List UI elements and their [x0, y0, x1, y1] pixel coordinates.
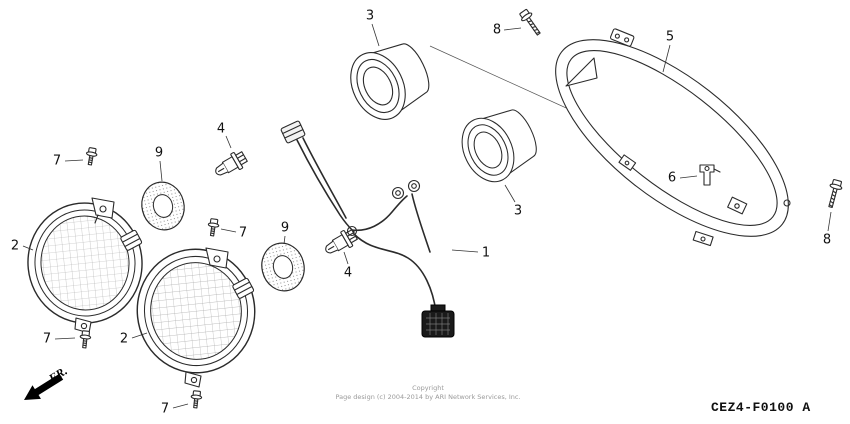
callout-leader-3	[371, 23, 380, 47]
frame-tab	[692, 230, 714, 247]
harness-connector-a	[280, 120, 306, 144]
bulb-socket	[120, 229, 143, 251]
callout-label-9: 9	[281, 221, 289, 236]
wire-harness	[280, 120, 455, 338]
frame-top-bracket	[609, 28, 635, 47]
callout-label-7: 7	[43, 332, 51, 347]
part-code: CEZ4-F0100 A	[711, 400, 811, 415]
callout-label-7: 7	[239, 226, 247, 241]
callout-leader-7	[172, 403, 189, 409]
bottom-tab	[184, 371, 202, 388]
grommet-ring-2	[261, 242, 305, 292]
mounting-bracket	[91, 197, 115, 219]
callout-label-8: 8	[823, 233, 831, 248]
callout-leader-6	[679, 175, 698, 179]
frame-screw-hole	[783, 199, 791, 207]
frame-tab	[618, 154, 637, 171]
screw-2	[824, 178, 844, 210]
callout-label-9: 9	[155, 146, 163, 161]
callout-label-4: 4	[344, 266, 352, 281]
fr-direction-arrow: FR.	[24, 364, 70, 400]
harness-connector-c	[421, 304, 455, 338]
callout-leader-1	[451, 249, 479, 253]
callout-label-1: 1	[482, 246, 490, 261]
screw-1	[517, 7, 545, 39]
mounting-bracket	[205, 247, 229, 269]
headlight-unit-2	[130, 242, 262, 388]
callout-leader-4	[225, 135, 232, 149]
callout-leader-9	[283, 235, 286, 245]
callout-label-3: 3	[366, 9, 374, 24]
callout-label-4: 4	[217, 122, 225, 137]
bulb-socket	[232, 277, 255, 299]
callout-leader-3	[504, 184, 516, 203]
grommet-ring-1	[141, 181, 185, 231]
bulb-1	[211, 148, 250, 182]
callout-leader-9	[159, 160, 163, 182]
callout-label-8: 8	[493, 23, 501, 38]
callout-label-3: 3	[514, 204, 522, 219]
callout-leader-2	[22, 245, 34, 251]
headlight-unit-1	[21, 196, 149, 334]
harness-connector-b	[391, 179, 421, 200]
callout-leader-7	[220, 228, 237, 233]
frame-bracket	[727, 196, 748, 215]
callouts: 3 8 5 7 9 4 2 7 9 4 3 1 6 8 2 7 7	[11, 9, 832, 417]
callout-leader-7	[54, 337, 76, 340]
harness-grommet	[346, 225, 358, 237]
callout-leader-2	[131, 332, 148, 339]
callout-label-7: 7	[161, 402, 169, 417]
callout-leader-8	[827, 211, 832, 232]
copyright-line1: Copyright	[412, 384, 444, 392]
callout-label-2: 2	[120, 332, 128, 347]
flange-bolt-1	[84, 146, 99, 167]
headlight-frame	[555, 28, 791, 247]
callout-label-7: 7	[53, 154, 61, 169]
callout-leader-4	[343, 251, 349, 265]
callout-label-5: 5	[666, 30, 674, 45]
callout-label-2: 2	[11, 239, 19, 254]
copyright-line2: Page design (c) 2004-2014 by ARI Network…	[335, 393, 520, 401]
flange-bolt-3	[206, 217, 221, 238]
callout-leader-8	[503, 27, 522, 31]
frame-gusset	[565, 57, 598, 87]
flange-bolt-4	[189, 389, 203, 409]
flange-bolt-2	[78, 329, 92, 349]
frame-clamp	[699, 164, 721, 186]
shroud-2	[451, 98, 546, 191]
callout-leader-7	[64, 159, 84, 162]
shroud-1	[339, 32, 439, 129]
callout-leader-5	[662, 44, 671, 73]
callout-label-6: 6	[668, 171, 676, 186]
